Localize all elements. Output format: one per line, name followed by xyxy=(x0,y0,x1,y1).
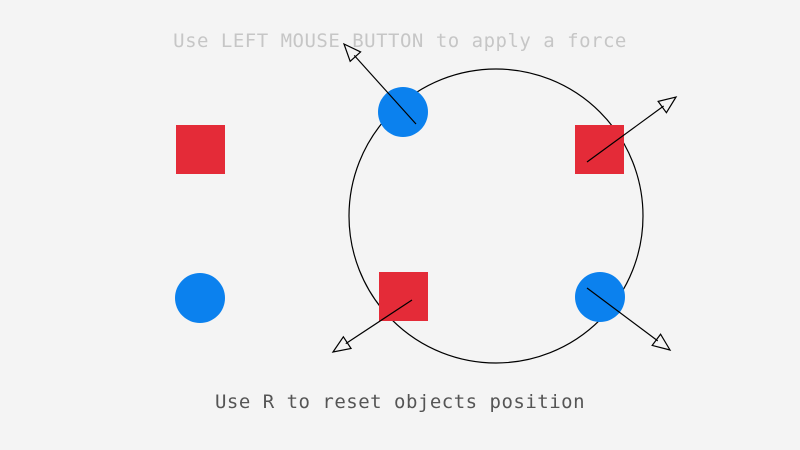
bodies-layer xyxy=(175,87,625,323)
body-square[interactable] xyxy=(176,125,225,174)
body-circle[interactable] xyxy=(175,273,225,323)
body-circle[interactable] xyxy=(378,87,428,137)
force-vector-arrowhead-icon xyxy=(657,96,678,114)
force-vector xyxy=(586,96,678,163)
force-vector-arrowhead-icon xyxy=(331,335,353,353)
hint-text-top: Use LEFT MOUSE BUTTON to apply a force xyxy=(173,30,627,52)
force-vector-arrowhead-icon xyxy=(342,42,362,63)
circular-boundary xyxy=(348,68,644,364)
force-vector-shaft xyxy=(353,54,417,125)
hint-text-bottom: Use R to reset objects position xyxy=(214,391,586,413)
force-vector xyxy=(331,299,413,353)
force-vector-arrowhead-icon xyxy=(651,333,672,351)
force-vector xyxy=(586,287,672,351)
body-square[interactable] xyxy=(379,272,428,321)
force-vector xyxy=(342,42,417,125)
force-vector-shaft xyxy=(586,105,664,163)
body-square[interactable] xyxy=(575,125,624,174)
force-vector-shaft xyxy=(345,299,413,345)
force-vector-shaft xyxy=(586,287,659,342)
force-vectors-layer xyxy=(331,42,678,353)
